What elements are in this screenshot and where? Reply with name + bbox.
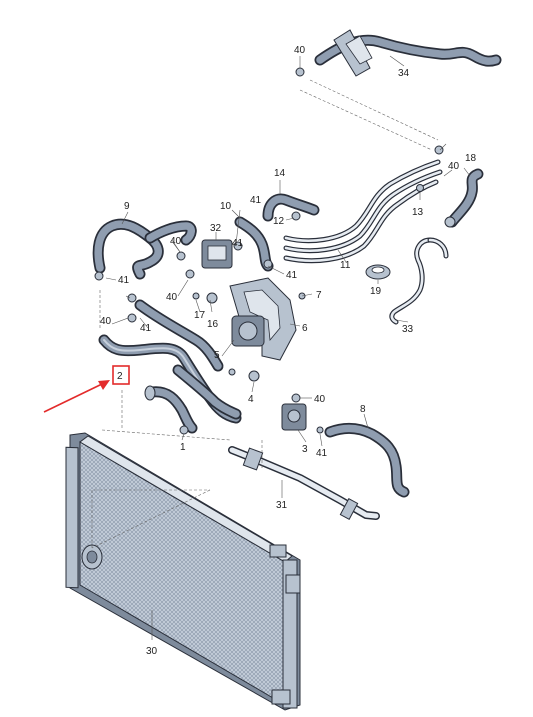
label-41: 41 [140,323,152,334]
pipe-33 [389,237,449,325]
label-41: 41 [286,270,298,281]
coolant-pipe-31 [228,446,380,520]
label-40: 40 [166,292,178,303]
ring-19 [365,264,391,280]
label-41: 41 [232,238,244,249]
label-17: 17 [194,310,206,321]
label-32: 32 [210,223,222,234]
radiator [65,432,301,711]
label-34: 34 [398,68,410,79]
label-14: 14 [274,168,286,179]
label-16: 16 [207,319,219,330]
label-7: 7 [316,290,322,301]
clips [94,67,444,435]
label-30: 30 [146,646,158,657]
label-41: 41 [118,275,130,286]
part-3 [281,403,307,431]
hose-1 [144,385,198,434]
label-41: 41 [250,195,262,206]
label-13: 13 [412,207,424,218]
label-33: 33 [402,324,414,335]
pump-5 [231,315,265,347]
label-8: 8 [360,404,366,415]
hose-34 [314,29,502,77]
highlight-arrow-shaft [43,383,103,413]
label-1: 1 [180,442,186,453]
label-31: 31 [276,500,288,511]
label-11: 11 [340,260,351,271]
label-40: 40 [294,45,306,56]
label-5: 5 [214,350,220,361]
hose-18 [444,168,484,228]
label-40: 40 [448,161,460,172]
label-18: 18 [465,153,477,164]
label-3: 3 [302,444,308,455]
label-10: 10 [220,201,232,212]
callout-labels: 40 34 40 18 13 14 12 41 10 9 32 40 41 41… [100,45,477,657]
label-19: 19 [370,286,382,297]
highlight-callout [43,365,130,413]
label-9: 9 [124,201,130,212]
highlight-box [112,365,130,385]
label-12: 12 [273,216,285,227]
label-4: 4 [248,394,254,405]
reference-lines [91,79,439,549]
label-41: 41 [316,448,328,459]
label-2: 2 [117,371,123,382]
label-40: 40 [170,236,182,247]
hose-8 [324,422,410,498]
label-6: 6 [302,323,308,334]
hose-9 [92,218,197,280]
highlight-arrow-head [98,380,110,390]
hose-center [134,299,242,420]
hose-10 [234,216,274,272]
label-40: 40 [100,316,112,327]
valve-32 [201,239,233,269]
label-40: 40 [314,394,326,405]
leader-lines [105,55,471,640]
hose-14 [262,193,320,222]
